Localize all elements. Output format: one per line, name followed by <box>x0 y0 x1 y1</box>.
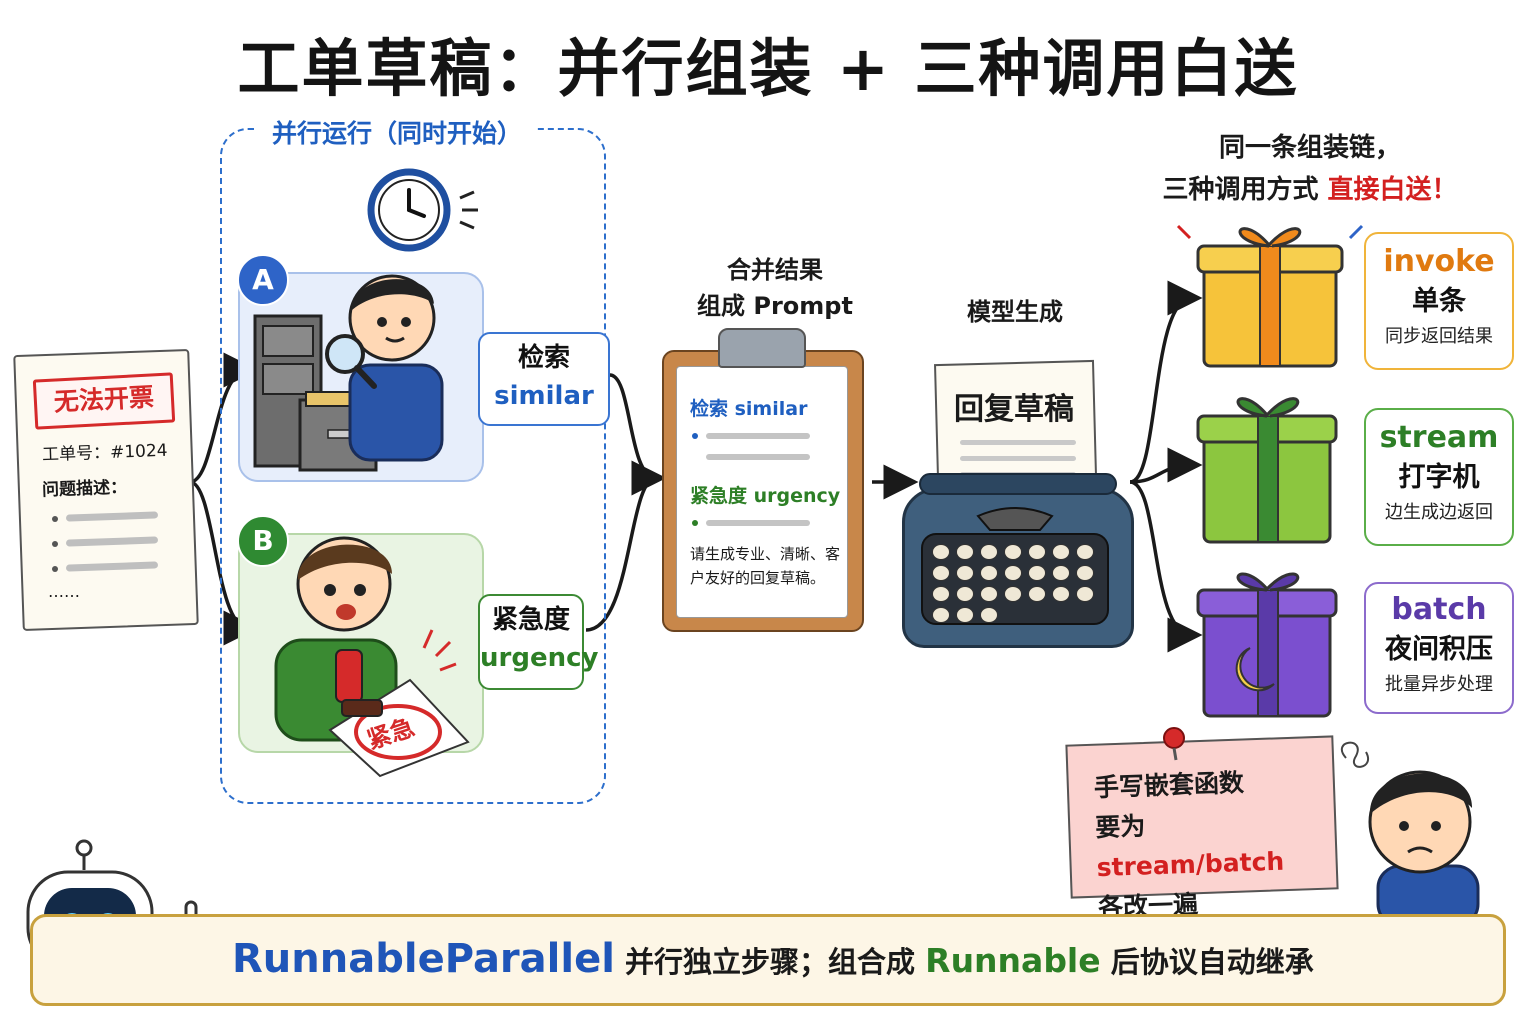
mode-invoke-name: invoke <box>1383 244 1495 279</box>
arrow-to-branch-b <box>189 480 259 646</box>
merge-label-line1: 合并结果 <box>727 256 823 284</box>
badge-b: B <box>237 515 289 567</box>
mode-batch-sub: 批量异步处理 <box>1385 674 1493 695</box>
typewriter-key <box>932 586 950 602</box>
clip-search-label: 检索 similar <box>690 398 808 420</box>
mode-stream-main: 打字机 <box>1398 462 1480 493</box>
clipboard-clamp-icon <box>718 328 806 368</box>
arrow-b-to-merge <box>585 476 657 632</box>
mode-stream-card: stream 打字机 边生成边返回 <box>1364 408 1514 546</box>
merge-label: 合并结果 组成 Prompt <box>680 252 870 324</box>
typewriter-key <box>1004 586 1022 602</box>
clip-bullet <box>692 520 698 526</box>
caption-line2-prefix: 三种调用方式 <box>1162 174 1319 205</box>
draft-line <box>960 440 1076 445</box>
typewriter-key <box>1004 565 1022 581</box>
term-runnable-parallel: RunnableParallel <box>232 936 615 982</box>
right-caption: 同一条组装链， 三种调用方式 直接白送！ <box>1150 128 1470 211</box>
typewriter-key <box>956 607 974 623</box>
tag-urgency-label: 紧急度 <box>491 605 570 635</box>
arrow-to-batch <box>1129 480 1203 653</box>
clip-line <box>706 433 810 439</box>
clipboard-paper <box>676 366 848 618</box>
mode-stream-name: stream <box>1379 420 1499 455</box>
mode-batch-main: 夜间积压 <box>1385 634 1493 665</box>
term-runnable: Runnable <box>925 941 1101 980</box>
typewriter-key <box>1028 565 1046 581</box>
clip-bullet <box>692 433 698 439</box>
mode-batch-name: batch <box>1391 592 1487 627</box>
clip-urgency-label: 紧急度 urgency <box>690 485 841 507</box>
tag-urgency-en-label: urgency <box>480 642 599 673</box>
gift-batch-icon <box>1196 572 1338 718</box>
typewriter-key <box>980 607 998 623</box>
typewriter-key <box>980 565 998 581</box>
merge-label-line2: 组成 Prompt <box>697 292 853 320</box>
arrow-to-branch-a <box>189 352 259 484</box>
typewriter-key <box>1052 565 1070 581</box>
typewriter-key <box>1076 544 1094 560</box>
magnifier-icon <box>325 334 377 389</box>
typewriter-key <box>1076 586 1094 602</box>
gift-stream-icon <box>1196 397 1338 544</box>
arrow-to-invoke <box>1129 280 1203 484</box>
clip-instruction: 请生成专业、清晰、客户友好的回复草稿。 <box>690 545 841 587</box>
typewriter-key <box>932 607 950 623</box>
typewriter-key <box>932 565 950 581</box>
page-title: 工单草稿：并行组装 + 三种调用白送 <box>237 32 1299 105</box>
clock-icon <box>367 168 478 252</box>
filing-cabinet-icon <box>253 314 378 472</box>
ticket-bullet <box>52 541 58 547</box>
draft-line <box>960 456 1076 461</box>
search-similar-tag: 检索 similar <box>478 332 610 426</box>
typewriter-key <box>980 586 998 602</box>
ticket-bullet <box>52 516 58 522</box>
mode-invoke-main: 单条 <box>1412 286 1466 317</box>
gift-invoke-icon <box>1176 224 1364 368</box>
tag-similar-label: similar <box>494 380 594 411</box>
typewriter-key <box>1076 565 1094 581</box>
clip-line <box>706 520 810 526</box>
typewriter-key <box>932 544 950 560</box>
typewriter-key <box>956 544 974 560</box>
draft-text: 回复草稿 <box>954 392 1074 427</box>
mode-invoke-card: invoke 单条 同步返回结果 <box>1364 232 1514 370</box>
bottom-banner-text: RunnableParallel 并行独立步骤；组合成 Runnable 后协议… <box>232 936 1314 982</box>
typewriter-keys <box>932 544 1102 623</box>
parallel-label: 并行运行（同时开始） <box>258 114 537 150</box>
typewriter-key <box>1028 544 1046 560</box>
mode-stream-sub: 边生成边返回 <box>1385 502 1493 523</box>
bottom-text-1: 并行独立步骤；组合成 <box>625 945 916 979</box>
bottom-banner <box>30 914 1506 1006</box>
mode-invoke-sub: 同步返回结果 <box>1385 326 1493 347</box>
arrow-to-stream <box>1129 447 1203 484</box>
caption-highlight: 直接白送！ <box>1327 174 1458 205</box>
clip-line <box>706 454 810 460</box>
typewriter-key <box>956 586 974 602</box>
typewriter-key <box>1028 586 1046 602</box>
caption-line2: 三种调用方式 直接白送！ <box>1150 170 1470 212</box>
stamp-paper-icon <box>328 629 470 778</box>
arrow-a-to-merge <box>609 373 667 496</box>
ticket-ellipsis: …… <box>48 582 80 601</box>
typewriter-key <box>980 544 998 560</box>
bottom-text-2: 后协议自动继承 <box>1110 945 1314 979</box>
typewriter-key <box>1004 544 1022 560</box>
urgency-tag: 紧急度 urgency <box>478 594 599 690</box>
typewriter-key <box>1052 586 1070 602</box>
badge-a: A <box>237 254 289 306</box>
model-label: 模型生成 <box>967 298 1063 326</box>
typewriter-key <box>956 565 974 581</box>
mode-batch-card: batch 夜间积压 批量异步处理 <box>1364 582 1514 714</box>
ticket-bullet <box>52 566 58 572</box>
tag-search-label: 检索 <box>517 343 570 373</box>
typewriter-key <box>1052 544 1070 560</box>
caption-line1: 同一条组装链， <box>1218 133 1401 163</box>
